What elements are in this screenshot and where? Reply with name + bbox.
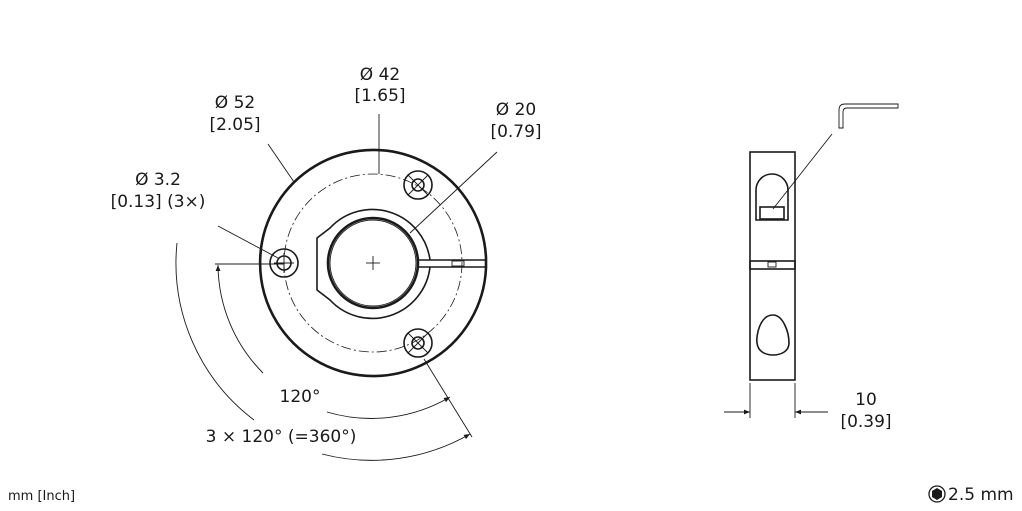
bolt-circle-mm: Ø 42 (360, 65, 400, 85)
front-view: Ø 42 [1.65] Ø 52 [2.05] Ø 20 [0.79] Ø 3.… (111, 65, 542, 461)
leader-hole (217, 225, 279, 259)
bolt-circle-inch: [1.65] (354, 86, 405, 106)
width-mm: 10 (855, 390, 877, 410)
clamp-screw (451, 260, 465, 267)
width-inch: [0.39] (840, 412, 891, 432)
leader-outer (267, 143, 295, 183)
angle-total-label: 3 × 120° (=360°) (206, 427, 357, 447)
outer-ring (258, 148, 488, 378)
hex-socket-icon (928, 485, 946, 503)
mounting-hole-left (269, 248, 299, 278)
bore (326, 216, 420, 310)
hex-key-size: 2.5 mm (948, 485, 1014, 505)
teardrop-hole (756, 314, 790, 356)
leader-bore (409, 151, 498, 234)
bore-mm: Ø 20 (496, 100, 536, 120)
outer-diameter-mm: Ø 52 (215, 93, 255, 113)
screw-pocket (755, 173, 789, 221)
side-view: 10 [0.39] (724, 103, 899, 432)
outer-diameter-inch: [2.05] (209, 115, 260, 135)
units-note: mm [Inch] (8, 489, 75, 504)
angle-single-label: 120° (280, 387, 321, 407)
hex-key-icon (838, 103, 899, 129)
angle-arc-360 (175, 242, 255, 421)
angle-arc-120 (215, 264, 264, 374)
hole-inch: [0.13] (3×) (111, 192, 206, 212)
hole-mm: Ø 3.2 (135, 170, 181, 190)
mounting-hole-bottom-right (403, 328, 433, 358)
clamp-recess (316, 208, 431, 320)
bore-inch: [0.79] (490, 122, 541, 142)
mounting-hole-top-right (403, 170, 433, 200)
